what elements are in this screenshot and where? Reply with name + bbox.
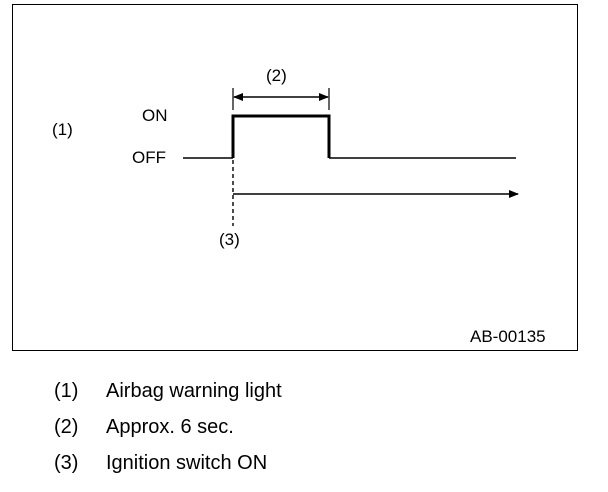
diagram-frame	[12, 4, 578, 351]
legend-text: Approx. 6 sec.	[106, 416, 234, 438]
figure-id-label: AB-00135	[470, 327, 546, 346]
event-label: (3)	[219, 230, 240, 249]
state-off-label: OFF	[132, 148, 166, 167]
state-on-label: ON	[142, 106, 168, 125]
legend-number: (1)	[54, 380, 79, 402]
legend-text: Airbag warning light	[106, 380, 282, 402]
legend-number: (2)	[54, 416, 79, 438]
legend-number: (3)	[54, 452, 79, 474]
signal-label: (1)	[52, 120, 73, 139]
signal-pulse	[231, 114, 331, 158]
legend-text: Ignition switch ON	[106, 452, 268, 474]
duration-label: (2)	[266, 66, 287, 85]
